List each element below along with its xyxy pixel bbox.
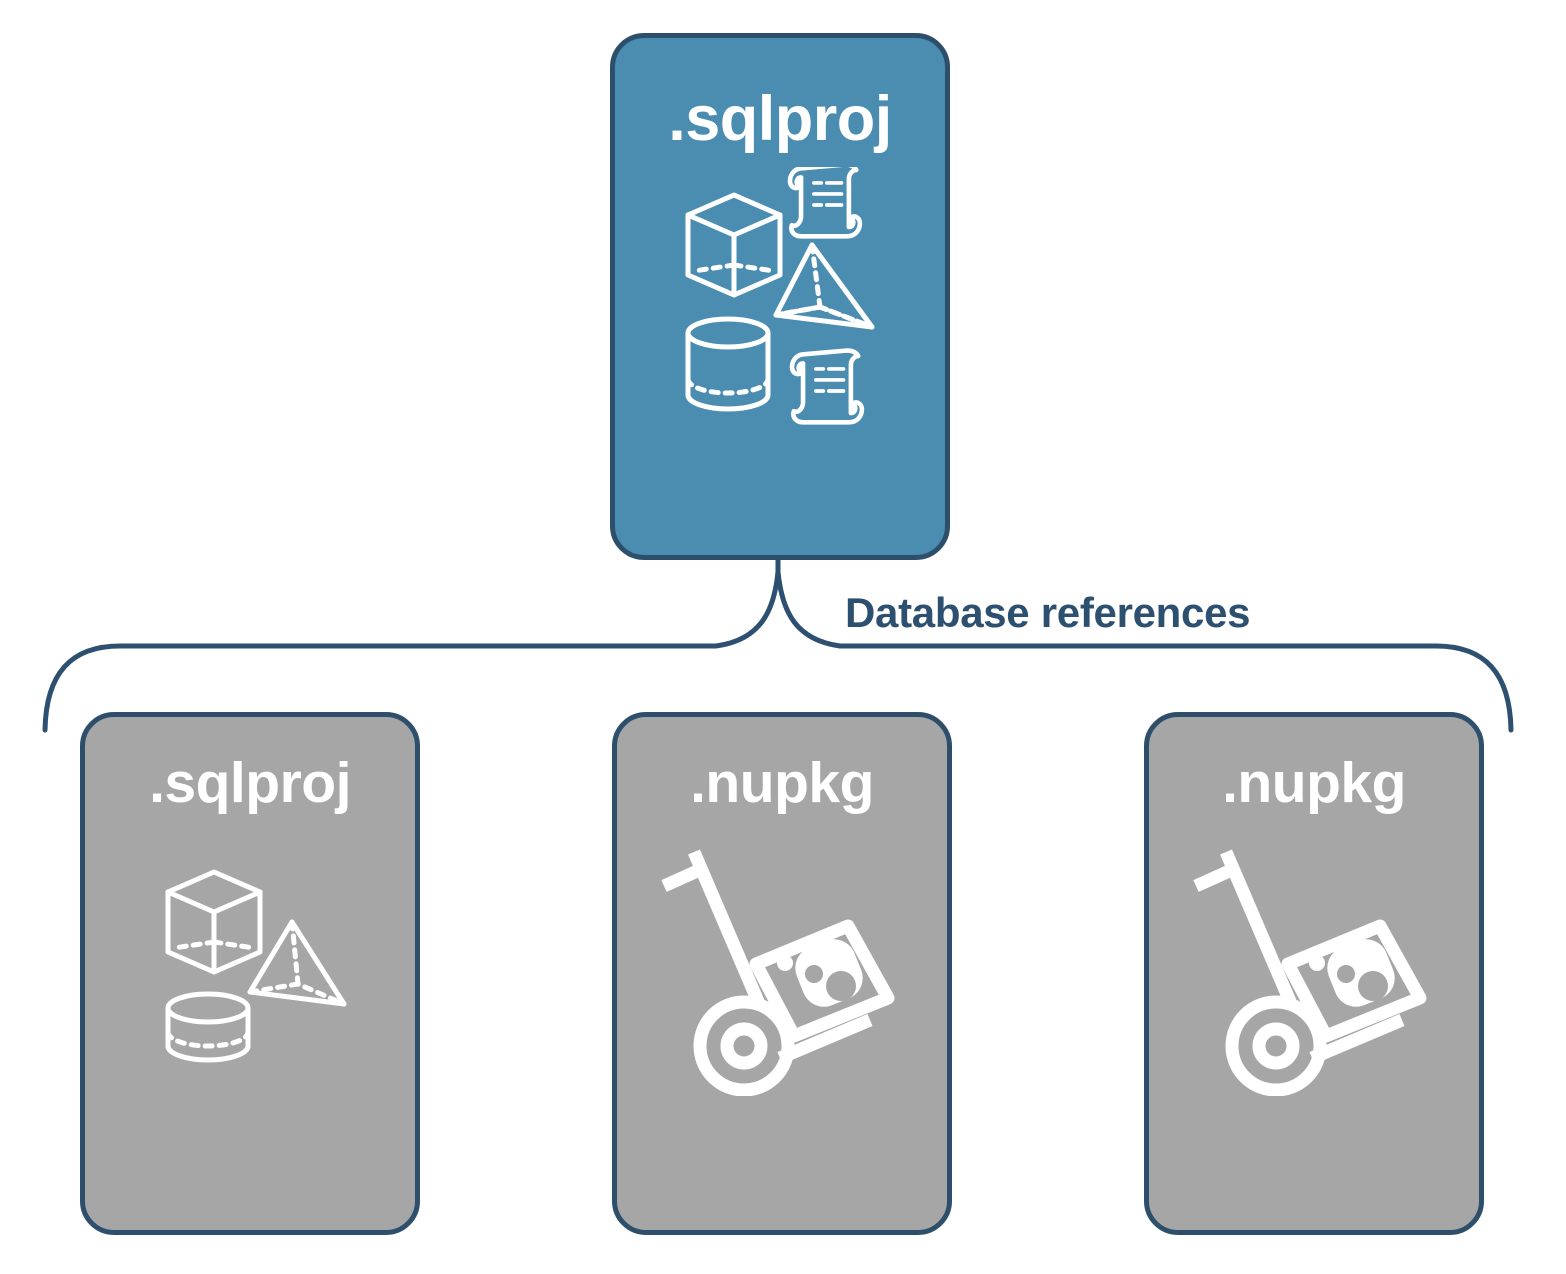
- node-reference-nupkg-2-artwork: [1184, 846, 1444, 1101]
- brace-right-arm: [775, 569, 1514, 733]
- node-root-artwork: [680, 162, 880, 432]
- node-reference-sqlproj-title: .sqlproj: [149, 751, 351, 815]
- script-scroll-icon: [787, 162, 863, 239]
- node-root-sqlproj[interactable]: .sqlproj: [610, 33, 950, 560]
- cube-icon: [165, 869, 263, 975]
- pyramid-icon: [773, 242, 875, 330]
- node-reference-nupkg-1-artwork: [652, 846, 912, 1101]
- node-reference-nupkg-2-title: .nupkg: [1222, 751, 1406, 815]
- package-dolly-icon: [661, 849, 895, 1097]
- node-reference-nupkg-2[interactable]: .nupkg: [1144, 712, 1484, 1235]
- package-dolly-icon: [1193, 849, 1427, 1097]
- script-scroll-icon: [789, 348, 865, 425]
- cylinder-icon: [165, 991, 251, 1063]
- cube-icon: [685, 192, 783, 298]
- pyramid-icon: [247, 919, 347, 1007]
- connector-label: Database references: [845, 589, 1251, 636]
- node-reference-nupkg-1-title: .nupkg: [690, 751, 874, 815]
- node-reference-sqlproj[interactable]: .sqlproj: [80, 712, 420, 1235]
- brace-left-arm: [42, 569, 781, 733]
- node-reference-nupkg-1[interactable]: .nupkg: [612, 712, 952, 1235]
- node-reference-sqlproj-artwork: [150, 846, 350, 1071]
- cylinder-icon: [685, 316, 771, 412]
- node-root-title: .sqlproj: [668, 84, 892, 154]
